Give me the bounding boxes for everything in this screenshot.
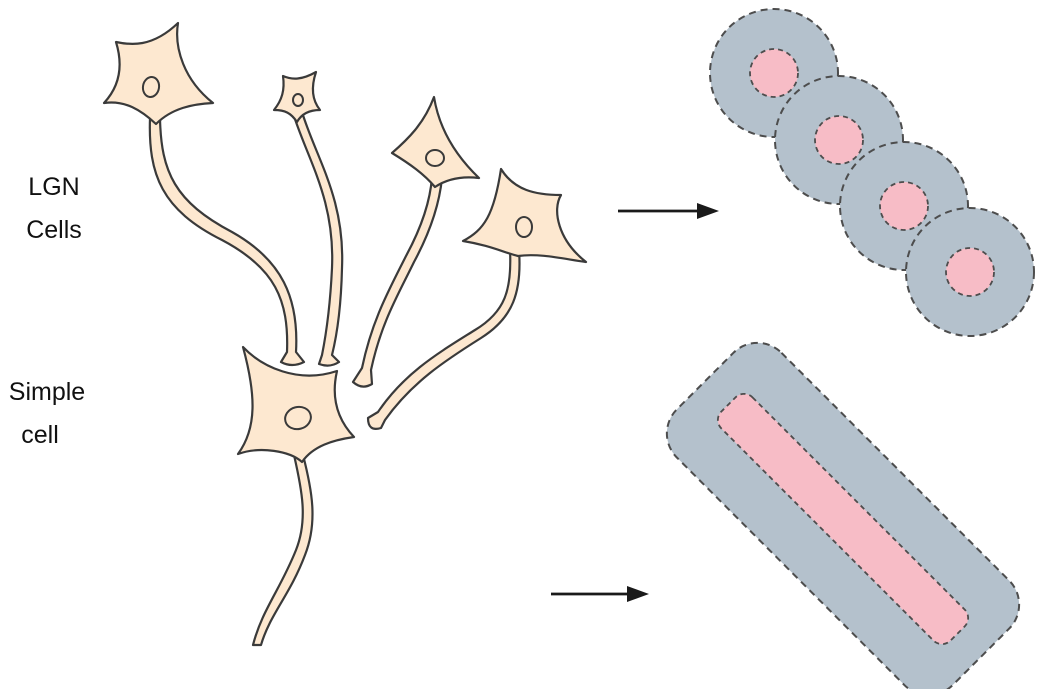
simple-cell-label-line1: Simple (9, 378, 85, 406)
lgn-nucleus-1 (141, 76, 161, 98)
arrow-right-top (618, 203, 719, 219)
lgn-nucleus-2 (292, 93, 304, 107)
receptive-field-4 (905, 207, 1035, 337)
lgn-label-line2: Cells (26, 216, 82, 244)
lgn-neuron-3 (390, 95, 481, 189)
arrow-right-bottom (551, 586, 649, 602)
lgn-axon-4 (366, 248, 521, 430)
lgn-receptive-fields (709, 8, 1035, 337)
simple-cell-neuron (236, 345, 356, 464)
lgn-axon-1 (148, 116, 306, 367)
lgn-label-line1: LGN (28, 173, 79, 201)
simple-cell-axon (251, 453, 314, 647)
lgn-nucleus-4 (515, 216, 533, 238)
lgn-neuron-4 (461, 167, 588, 264)
lgn-axon-3 (351, 175, 444, 388)
simple-cell-nucleus (284, 405, 312, 431)
lgn-neuron-1 (102, 21, 215, 126)
lgn-axon-2 (292, 110, 344, 367)
lgn-nucleus-3 (425, 149, 445, 167)
simple-cell-label-line2: cell (21, 421, 59, 449)
simple-cell-receptive-field (665, 341, 1021, 689)
